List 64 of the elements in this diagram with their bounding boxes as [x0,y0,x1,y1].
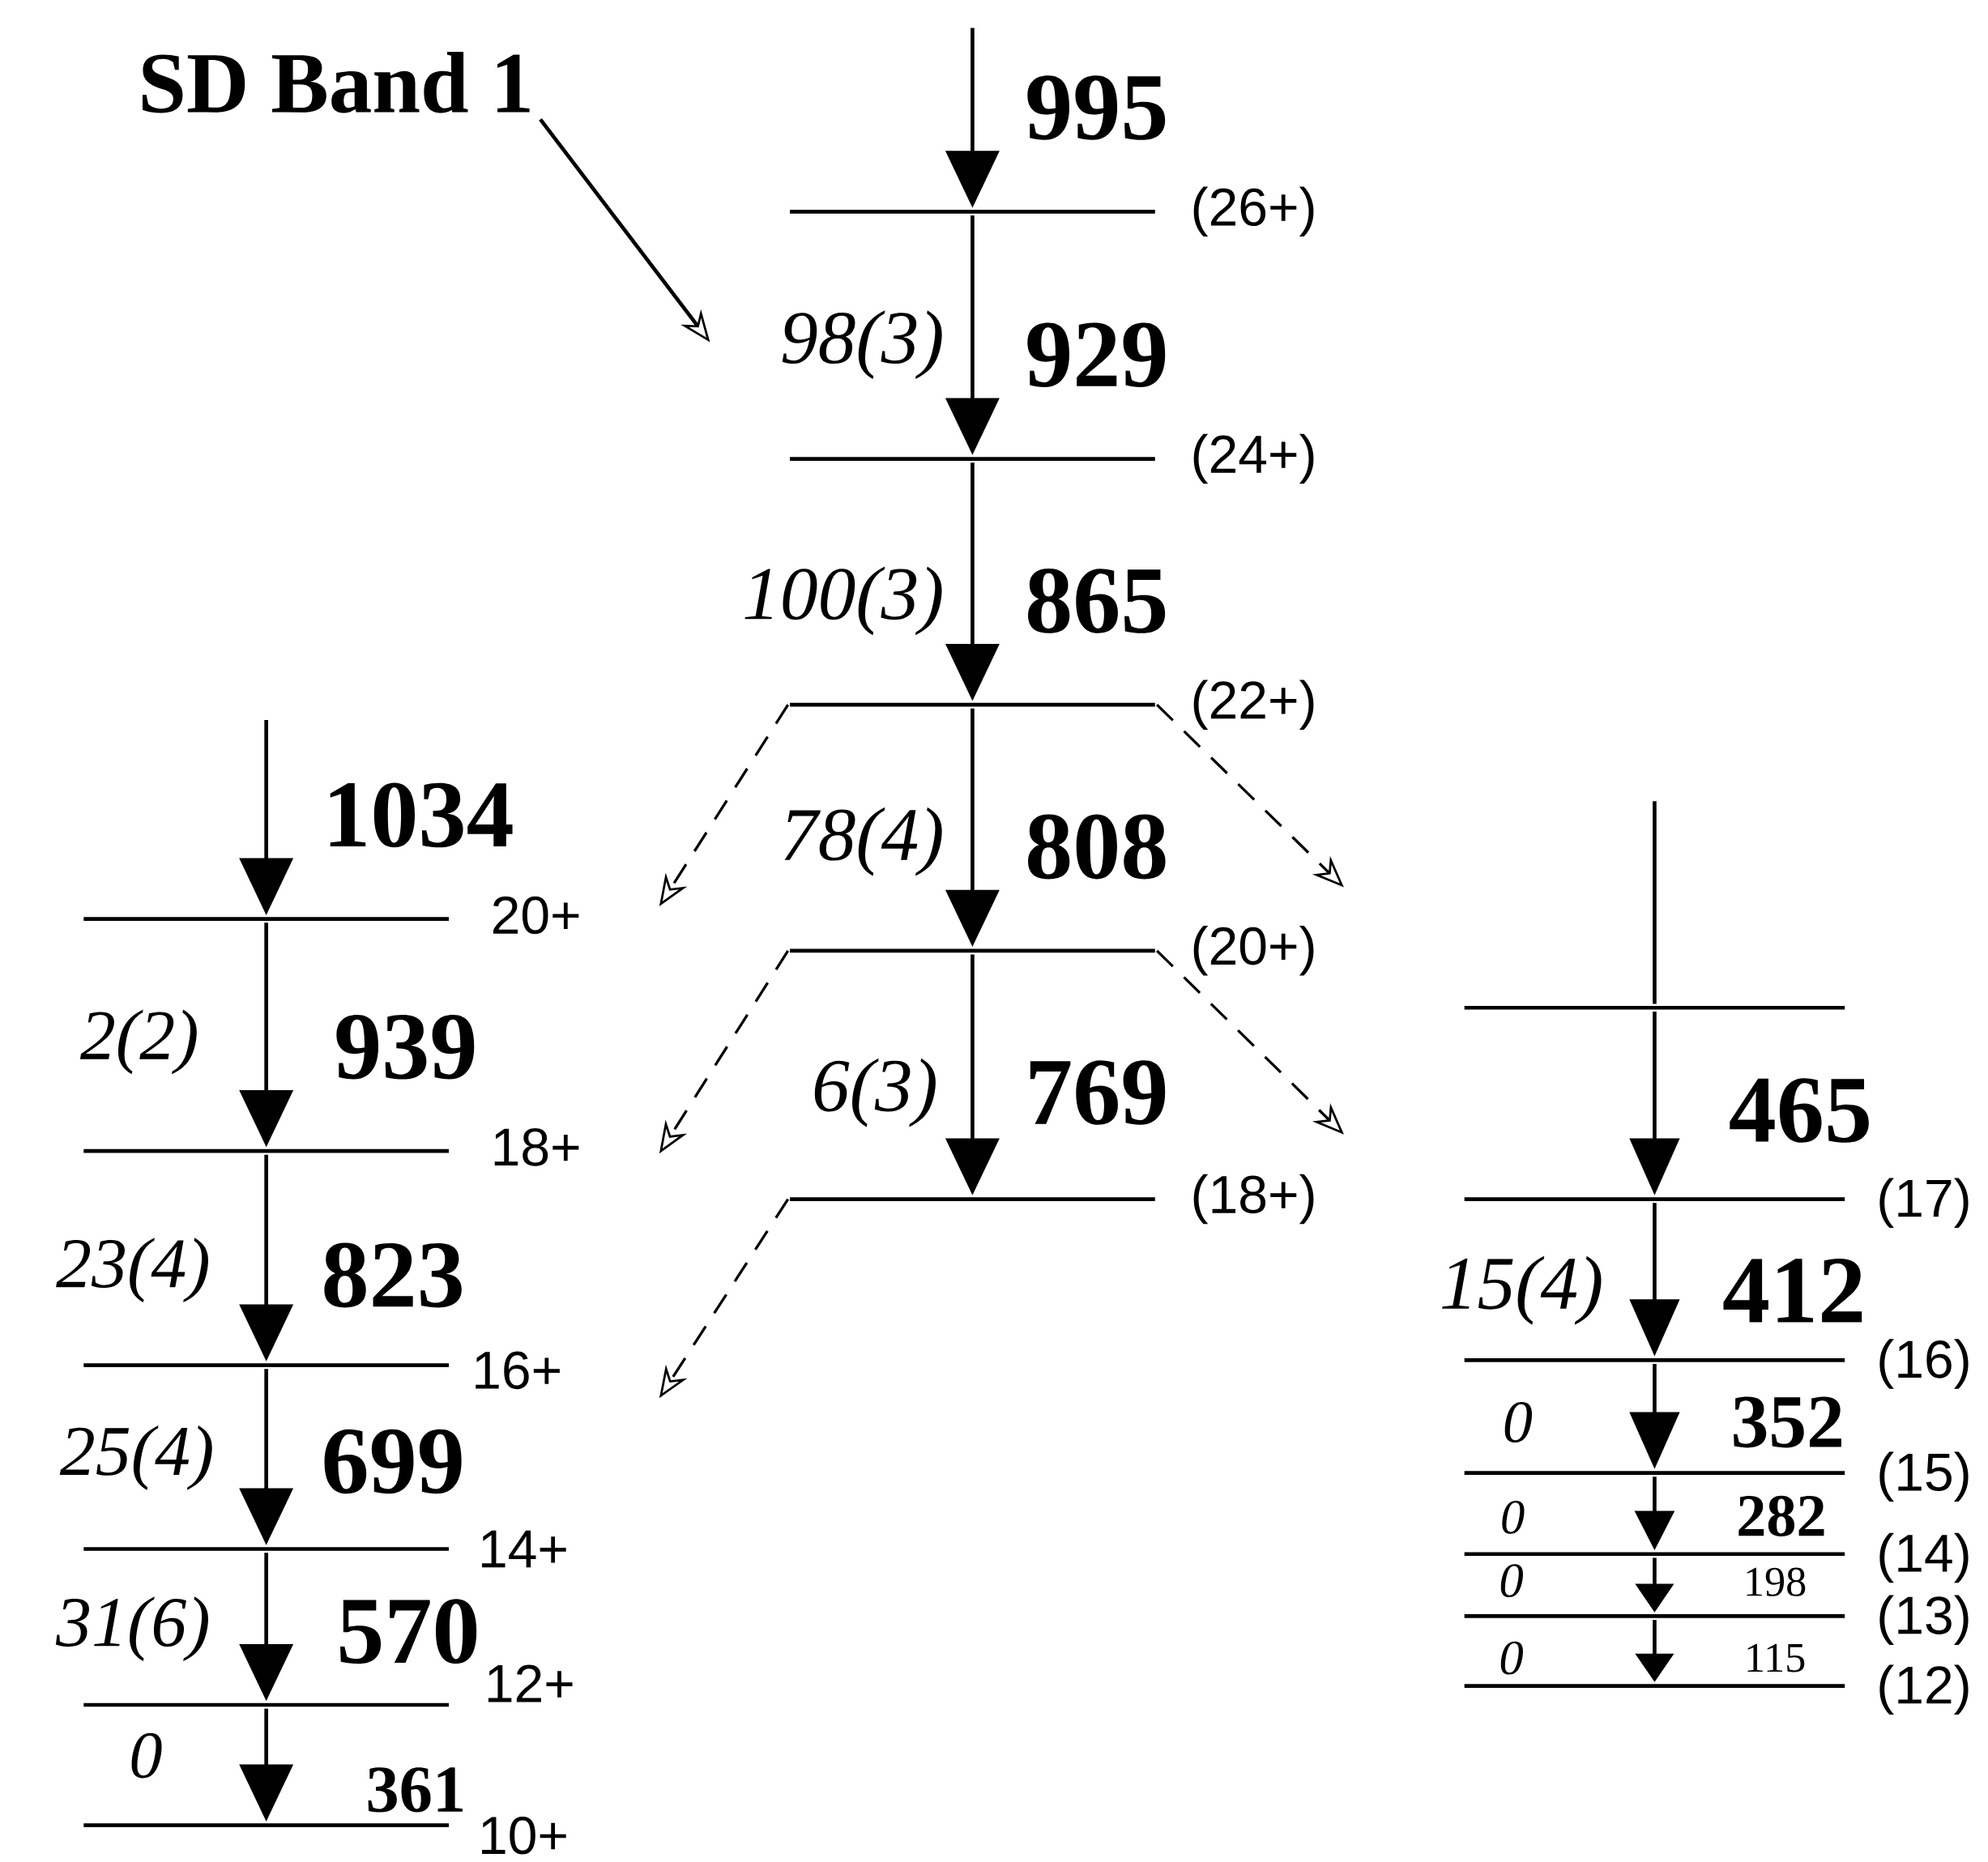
energy-label: 699 [324,1429,462,1494]
energy-level: (26+) [790,186,1314,237]
energy-label: 929 [1027,322,1166,387]
energy-label: 1034 [330,782,513,848]
node-label: 16+ [476,1351,560,1390]
node-label: (17) [1879,1178,1969,1228]
energy-level: 16+ [83,1351,560,1390]
energy-label: 808 [1028,814,1166,880]
intensity-label: 15(4) [1442,1255,1602,1325]
energy-level: 10+ [83,1816,566,1855]
energy-label: 198 [1747,1567,1806,1596]
energy-label: 361 [368,1767,463,1813]
intensity-label: 6(3) [814,1058,936,1127]
energy-level: (22+) [790,680,1314,730]
intensity-label: 0 [1502,1500,1525,1534]
energy-label: 939 [336,1014,475,1080]
node-label: (15) [1879,1451,1969,1502]
energy-level [1464,1005,1845,1010]
band-title: SD Band 1 [143,51,530,113]
energy-level: (17) [1464,1178,1969,1228]
energy-label: 570 [340,1599,477,1664]
intensity-label: 31(6) [55,1596,208,1661]
energy-level: 20+ [83,896,579,935]
node-label: (26+) [1193,186,1314,237]
node-label: 10+ [482,1816,566,1855]
intensity-label: 100(3) [744,566,942,636]
intensity-label: 2(2) [79,1009,197,1075]
node-label: 20+ [493,896,579,935]
node-label: (20+) [1193,926,1314,976]
energy-level: (18+) [790,1174,1314,1225]
intensity-label: 0 [1500,1641,1523,1675]
energy-level: 14+ [83,1530,566,1568]
energy-label: 465 [1730,1078,1869,1143]
energy-label: 352 [1734,1396,1841,1448]
intensity-label: 98(3) [782,310,942,380]
node-label: (24+) [1193,433,1314,484]
energy-level: (24+) [790,433,1314,484]
transition-line [1653,801,1657,1004]
node-label: (18+) [1193,1174,1314,1225]
energy-label: 412 [1723,1259,1862,1323]
energy-level: (20+) [790,926,1314,976]
intensity-label: 23(4) [56,1238,208,1303]
node-label: 18+ [494,1128,579,1166]
node-label: (22+) [1193,680,1314,730]
intensity-label: 0 [131,1732,162,1779]
energy-label: 769 [1030,1060,1166,1125]
node-label: 12+ [488,1664,573,1702]
energy-label: 823 [324,1242,462,1308]
node-label: (14) [1879,1532,1969,1583]
node-label: (12) [1879,1664,1969,1715]
energy-level: (16) [1464,1339,1969,1389]
intensity-label: 78(4) [784,807,942,876]
node-label: (13) [1879,1595,1969,1645]
energy-label: 282 [1738,1495,1824,1536]
energy-level: 18+ [83,1128,579,1166]
energy-level: 12+ [83,1664,573,1707]
node-label: 14+ [482,1530,566,1568]
energy-label: 865 [1028,568,1166,633]
energy-label: 115 [1747,1643,1805,1672]
intensity-label: 0 [1500,1564,1523,1598]
intensity-label: 0 [1504,1401,1532,1443]
energy-label: 995 [1027,75,1166,140]
node-label: (16) [1879,1339,1969,1389]
intensity-label: 25(4) [59,1425,212,1490]
